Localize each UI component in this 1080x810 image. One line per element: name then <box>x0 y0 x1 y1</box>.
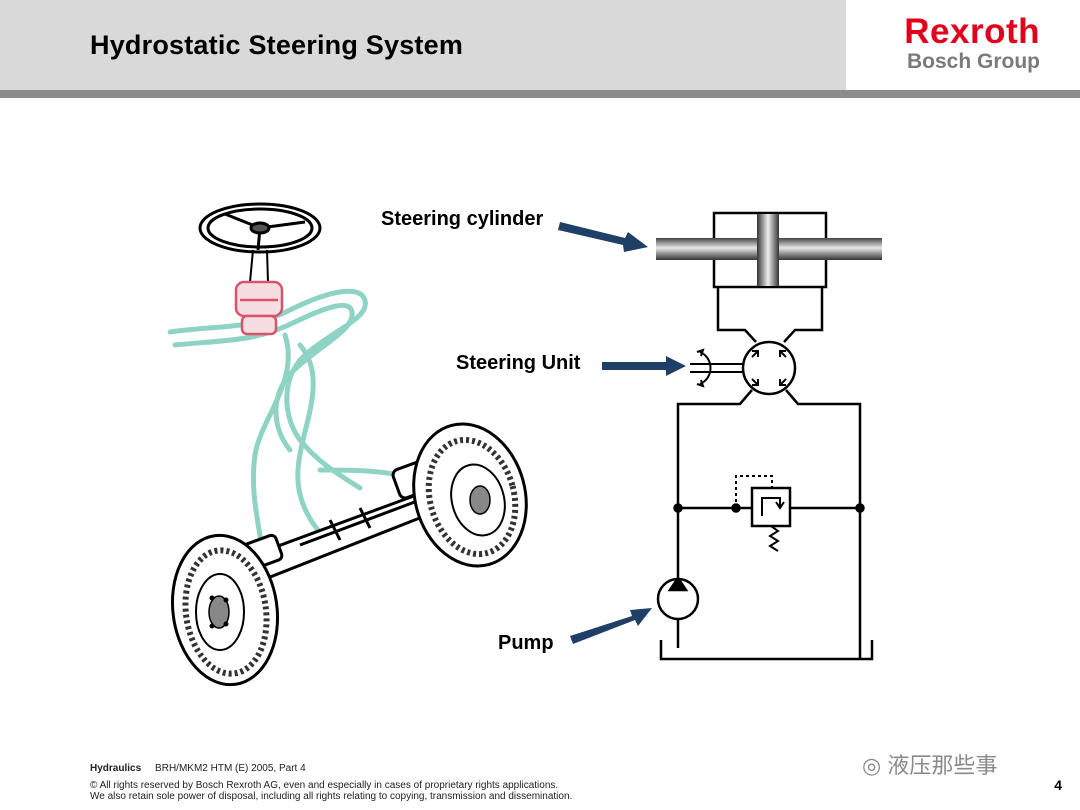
arrow-steering-cylinder <box>558 222 648 252</box>
label-pump: Pump <box>498 632 554 654</box>
arrow-pump <box>570 608 652 644</box>
arrow-steering-unit <box>602 356 686 376</box>
steering-unit-body <box>234 280 284 336</box>
vehicle-illustration <box>167 202 528 687</box>
pump-symbol <box>656 575 700 648</box>
wheel-left-icon <box>170 533 280 687</box>
label-steering-unit: Steering Unit <box>456 352 581 374</box>
watermark: ◎ 液压那些事 <box>862 748 997 780</box>
label-steering-cylinder: Steering cylinder <box>381 208 544 230</box>
header-divider <box>0 90 1080 98</box>
watermark-text: 液压那些事 <box>887 753 998 778</box>
footer-reference: BRH/MKM2 HTM (E) 2005, Part 4 <box>155 763 306 774</box>
logo-group: Bosch Group <box>906 50 1040 73</box>
steering-column <box>249 249 269 283</box>
footer: Hydraulics BRH/MKM2 HTM (E) 2005, Part 4… <box>90 763 572 802</box>
hydraulic-schematic <box>656 211 882 661</box>
wheel-right-icon <box>412 422 528 568</box>
callout-arrows <box>558 222 686 644</box>
wechat-icon: ◎ <box>862 753 882 778</box>
footer-copyright-2: We also retain sole power of disposal, i… <box>90 791 573 802</box>
footer-department: Hydraulics <box>90 763 142 774</box>
relief-valve-symbol <box>735 475 792 552</box>
company-logo: Rexroth Bosch Group <box>904 14 1040 74</box>
page-number: 4 <box>1054 777 1062 793</box>
footer-copyright-1: © All rights reserved by Bosch Rexroth A… <box>90 780 559 791</box>
header-band <box>0 0 846 90</box>
logo-brand: Rexroth <box>904 12 1040 51</box>
steering-cylinder-symbol <box>656 211 882 289</box>
tank-symbol <box>659 640 874 661</box>
page-title: Hydrostatic Steering System <box>90 30 464 60</box>
steering-unit-symbol <box>690 340 797 396</box>
steering-wheel-icon <box>198 202 322 254</box>
